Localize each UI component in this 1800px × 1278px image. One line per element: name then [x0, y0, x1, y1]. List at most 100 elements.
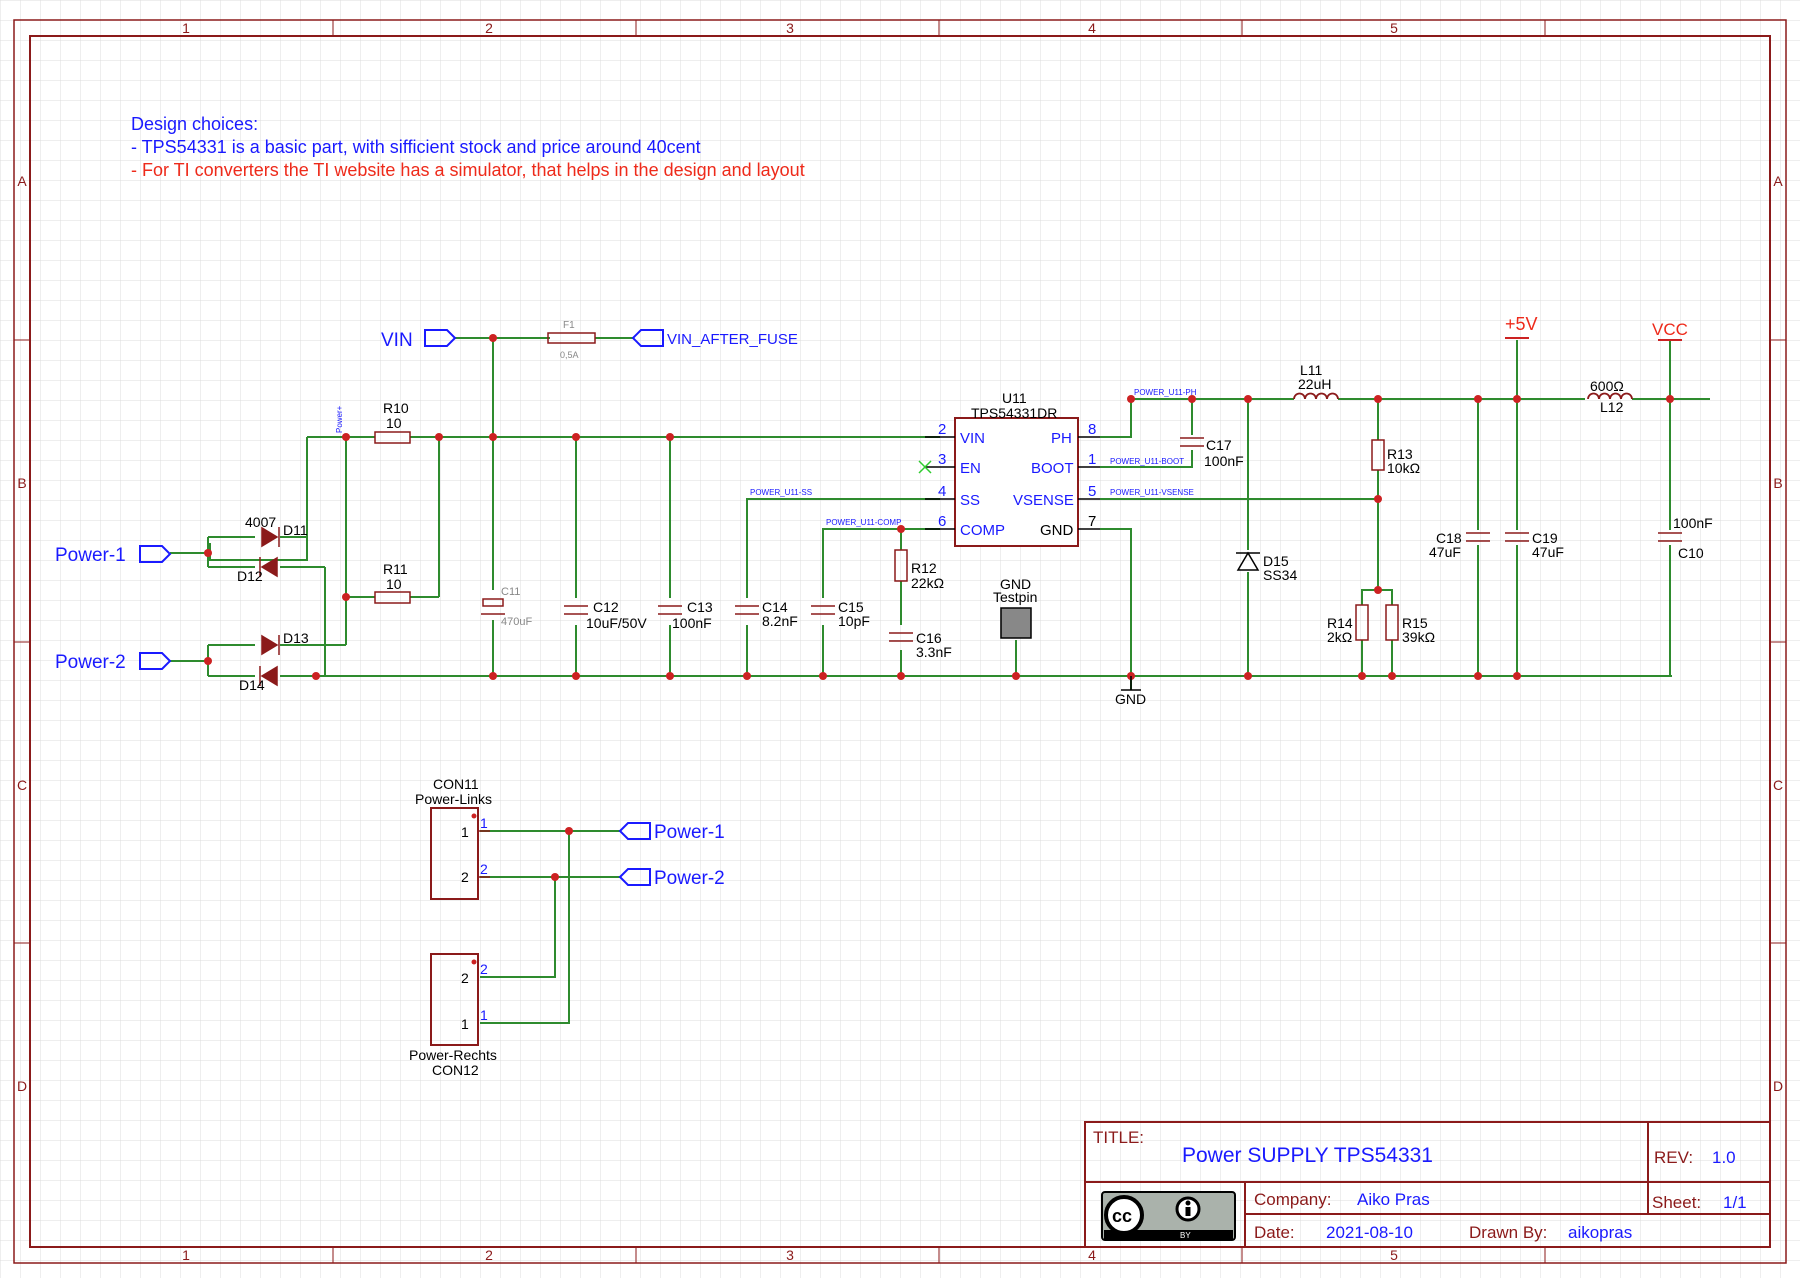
frame-row-a-left: A [17, 173, 27, 189]
ic-pin-num-vsense: 5 [1088, 483, 1096, 500]
l11-ref: L11 [1300, 362, 1323, 378]
d14-ref: D14 [239, 677, 265, 693]
capacitor-c10 [1658, 532, 1682, 542]
r12-value: 22kΩ [911, 575, 944, 591]
con11-pin2-label: 2 [461, 869, 469, 885]
date-value: 2021-08-10 [1326, 1223, 1413, 1242]
con12-ref: CON12 [432, 1062, 479, 1078]
c11-ref: C11 [501, 586, 520, 598]
d15-value: SS34 [1263, 567, 1297, 583]
cc-by-icon: cc BY [1101, 1191, 1236, 1241]
rail-5v-label: +5V [1505, 314, 1538, 334]
frame-col-4-bottom: 4 [1088, 1247, 1096, 1263]
net-label-power-plus: Power+ [335, 405, 344, 433]
ic-pin-num-comp: 6 [938, 513, 946, 530]
u11-ref: U11 [1002, 390, 1027, 406]
con11-pin1-label: 1 [461, 824, 469, 840]
svg-text:cc: cc [1112, 1206, 1132, 1226]
c19-value: 47uF [1532, 544, 1564, 560]
frame-col-5-bottom: 5 [1390, 1247, 1398, 1263]
vin-after-fuse-port [631, 329, 664, 347]
ic-pin-num-ss: 4 [938, 483, 946, 500]
net-label-ss: POWER_U11-SS [750, 488, 812, 497]
frame-row-a-right: A [1773, 173, 1783, 189]
diode-d12 [259, 556, 278, 578]
diode-d11 [261, 526, 280, 548]
frame-row-b-left: B [17, 475, 26, 491]
resistor-r10 [374, 431, 411, 444]
date-label: Date: [1254, 1223, 1295, 1242]
ic-pin-name-en: EN [960, 460, 981, 477]
r11-value: 10 [386, 576, 402, 592]
c12-value: 10uF/50V [586, 615, 647, 631]
r12-ref: R12 [911, 560, 937, 576]
capacitor-c14 [735, 605, 759, 615]
title-label: TITLE: [1093, 1128, 1144, 1147]
l12-ref: L12 [1600, 399, 1624, 415]
frame-col-4-top: 4 [1088, 20, 1096, 36]
ic-pin-name-ss: SS [960, 492, 980, 509]
f1-value: 0,5A [560, 350, 579, 360]
ic-pin-name-gnd: GND [1040, 522, 1074, 539]
resistor-r13 [1371, 439, 1385, 471]
ic-pin-name-vin: VIN [960, 430, 985, 447]
ic-pin-num-en: 3 [938, 451, 946, 468]
notes-line-1: - TPS54331 is a basic part, with siffici… [131, 137, 701, 157]
c15-value: 10pF [838, 613, 870, 629]
connector-con11 [430, 807, 490, 900]
frame-row-c-left: C [17, 777, 27, 793]
frame-row-d-right: D [1773, 1078, 1783, 1094]
drawn-by-value: aikopras [1568, 1223, 1632, 1242]
l11-value: 22uH [1298, 376, 1331, 392]
con11-pin2-num: 2 [480, 861, 488, 877]
c12-ref: C12 [593, 599, 619, 615]
con12-value: Power-Rechts [409, 1047, 497, 1063]
diode-d14 [259, 665, 278, 687]
capacitor-c16 [889, 632, 913, 642]
capacitor-c13 [658, 605, 682, 615]
power1-label: Power-1 [55, 545, 126, 566]
d15-ref: D15 [1263, 553, 1289, 569]
drawing-frame [13, 19, 1787, 1264]
frame-row-b-right: B [1773, 475, 1782, 491]
d13-ref: D13 [283, 630, 309, 646]
inductor-l12 [1587, 392, 1633, 400]
company-value: Aiko Pras [1357, 1190, 1430, 1209]
vin-after-fuse-label: VIN_AFTER_FUSE [667, 331, 798, 348]
power1-label-b: Power-1 [654, 822, 725, 843]
frame-col-1-bottom: 1 [182, 1247, 190, 1263]
r13-value: 10kΩ [1387, 460, 1420, 476]
d11-ref: D11 [283, 522, 308, 538]
junctions [204, 334, 1674, 881]
capacitor-c17 [1180, 437, 1204, 447]
capacitor-c18 [1466, 532, 1490, 542]
d12-ref: D12 [237, 568, 263, 584]
rev-label: REV: [1654, 1148, 1693, 1167]
con11-ref: CON11 [433, 776, 479, 792]
drawn-by-label: Drawn By: [1469, 1223, 1547, 1242]
ic-pin-name-boot: BOOT [1031, 460, 1074, 477]
c18-ref: C18 [1436, 530, 1462, 546]
c17-value: 100nF [1204, 453, 1244, 469]
net-label-comp: POWER_U11-COMP [826, 518, 901, 527]
c10-value: 100nF [1673, 515, 1713, 531]
con12-pin2-label: 2 [461, 970, 469, 986]
c16-ref: C16 [916, 630, 942, 646]
gnd-symbol [1121, 676, 1141, 691]
frame-row-c-right: C [1773, 777, 1783, 793]
net-label-boot: POWER_U11-BOOT [1110, 457, 1184, 466]
c18-value: 47uF [1429, 544, 1461, 560]
resistor-r12 [894, 549, 908, 582]
rail-vcc-label: VCC [1652, 320, 1688, 339]
ic-pin-name-comp: COMP [960, 522, 1005, 539]
frame-col-2-bottom: 2 [485, 1247, 493, 1263]
resistor-r14 [1355, 604, 1369, 641]
power2-port-b [618, 868, 651, 886]
title-value: Power SUPPLY TPS54331 [1182, 1144, 1433, 1167]
con12-pin2-num: 2 [480, 961, 488, 977]
ic-pin-num-vin: 2 [938, 421, 946, 438]
svg-text:BY: BY [1180, 1231, 1191, 1240]
r15-ref: R15 [1402, 615, 1428, 631]
capacitor-c11 [481, 598, 505, 615]
